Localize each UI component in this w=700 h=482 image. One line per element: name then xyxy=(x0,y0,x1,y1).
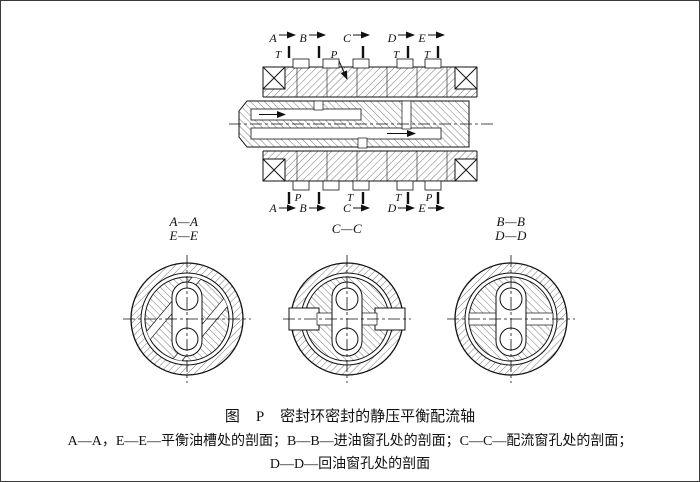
caption-title: 密封环密封的静压平衡配流轴 xyxy=(280,409,476,425)
section-marker-d-bottom: D xyxy=(387,201,397,215)
view-label-ee: E—E xyxy=(169,228,199,243)
view-label-cc: C—C xyxy=(332,221,362,236)
section-marker-a-top: A xyxy=(268,31,277,45)
return-window-slot xyxy=(401,100,412,130)
port-label-t-top-3: T xyxy=(424,49,431,61)
inlet-window-slot xyxy=(313,100,324,111)
seal-glands-bottom xyxy=(292,180,442,191)
caption-fig-word: 图 xyxy=(224,409,240,425)
seal-glands-top xyxy=(292,58,442,69)
section-marker-c-top: C xyxy=(343,31,352,45)
bearing-symbol-bottom-right xyxy=(454,158,478,182)
bearing-symbol-top-left xyxy=(262,66,286,90)
view-label-aa: A—A xyxy=(169,214,199,229)
caption-fig-letter: P xyxy=(255,409,265,425)
section-marker-d-top: D xyxy=(387,31,397,45)
port-label-p-top: P xyxy=(330,49,338,61)
section-marker-b-bottom: B xyxy=(299,201,307,215)
oil-passage-upper xyxy=(250,108,362,121)
port-label-t-bottom-2: T xyxy=(395,192,402,204)
section-plane-traces xyxy=(287,46,440,204)
port-flow-arrow-p xyxy=(338,60,348,80)
oil-passage-lower xyxy=(250,127,442,140)
port-label-p-bottom-1: P xyxy=(294,192,302,204)
figure-note-line2: D—D—回油窗孔处的剖面 xyxy=(269,457,431,472)
section-marker-b-top: B xyxy=(299,31,307,45)
section-marker-c-bottom: C xyxy=(343,201,352,215)
section-marker-a-bottom: A xyxy=(268,201,277,215)
port-label-t-bottom-1: T xyxy=(347,192,354,204)
section-marker-e-bottom: E xyxy=(417,201,426,215)
view-label-dd: D—D xyxy=(494,228,527,243)
seal-ring-divisions xyxy=(296,67,448,181)
section-view-cc xyxy=(283,255,411,383)
bearing-symbol-top-right xyxy=(454,66,478,90)
section-view-aa-ee xyxy=(123,255,251,383)
port-label-t-top-1: T xyxy=(275,49,282,61)
figure-note-line1: A—A，E—E—平衡油槽处的剖面；B—B—进油窗孔处的剖面；C—C—配流窗孔处的… xyxy=(67,434,633,449)
distribution-window-slot xyxy=(357,137,368,149)
section-view-bb-dd xyxy=(447,255,575,383)
bearing-symbol-bottom-left xyxy=(262,158,286,182)
port-label-p-bottom-2: P xyxy=(425,192,433,204)
view-label-bb: B—B xyxy=(497,214,526,229)
port-label-t-top-2: T xyxy=(393,49,400,61)
longitudinal-section-view xyxy=(229,58,493,191)
section-marker-e-top: E xyxy=(417,31,426,45)
